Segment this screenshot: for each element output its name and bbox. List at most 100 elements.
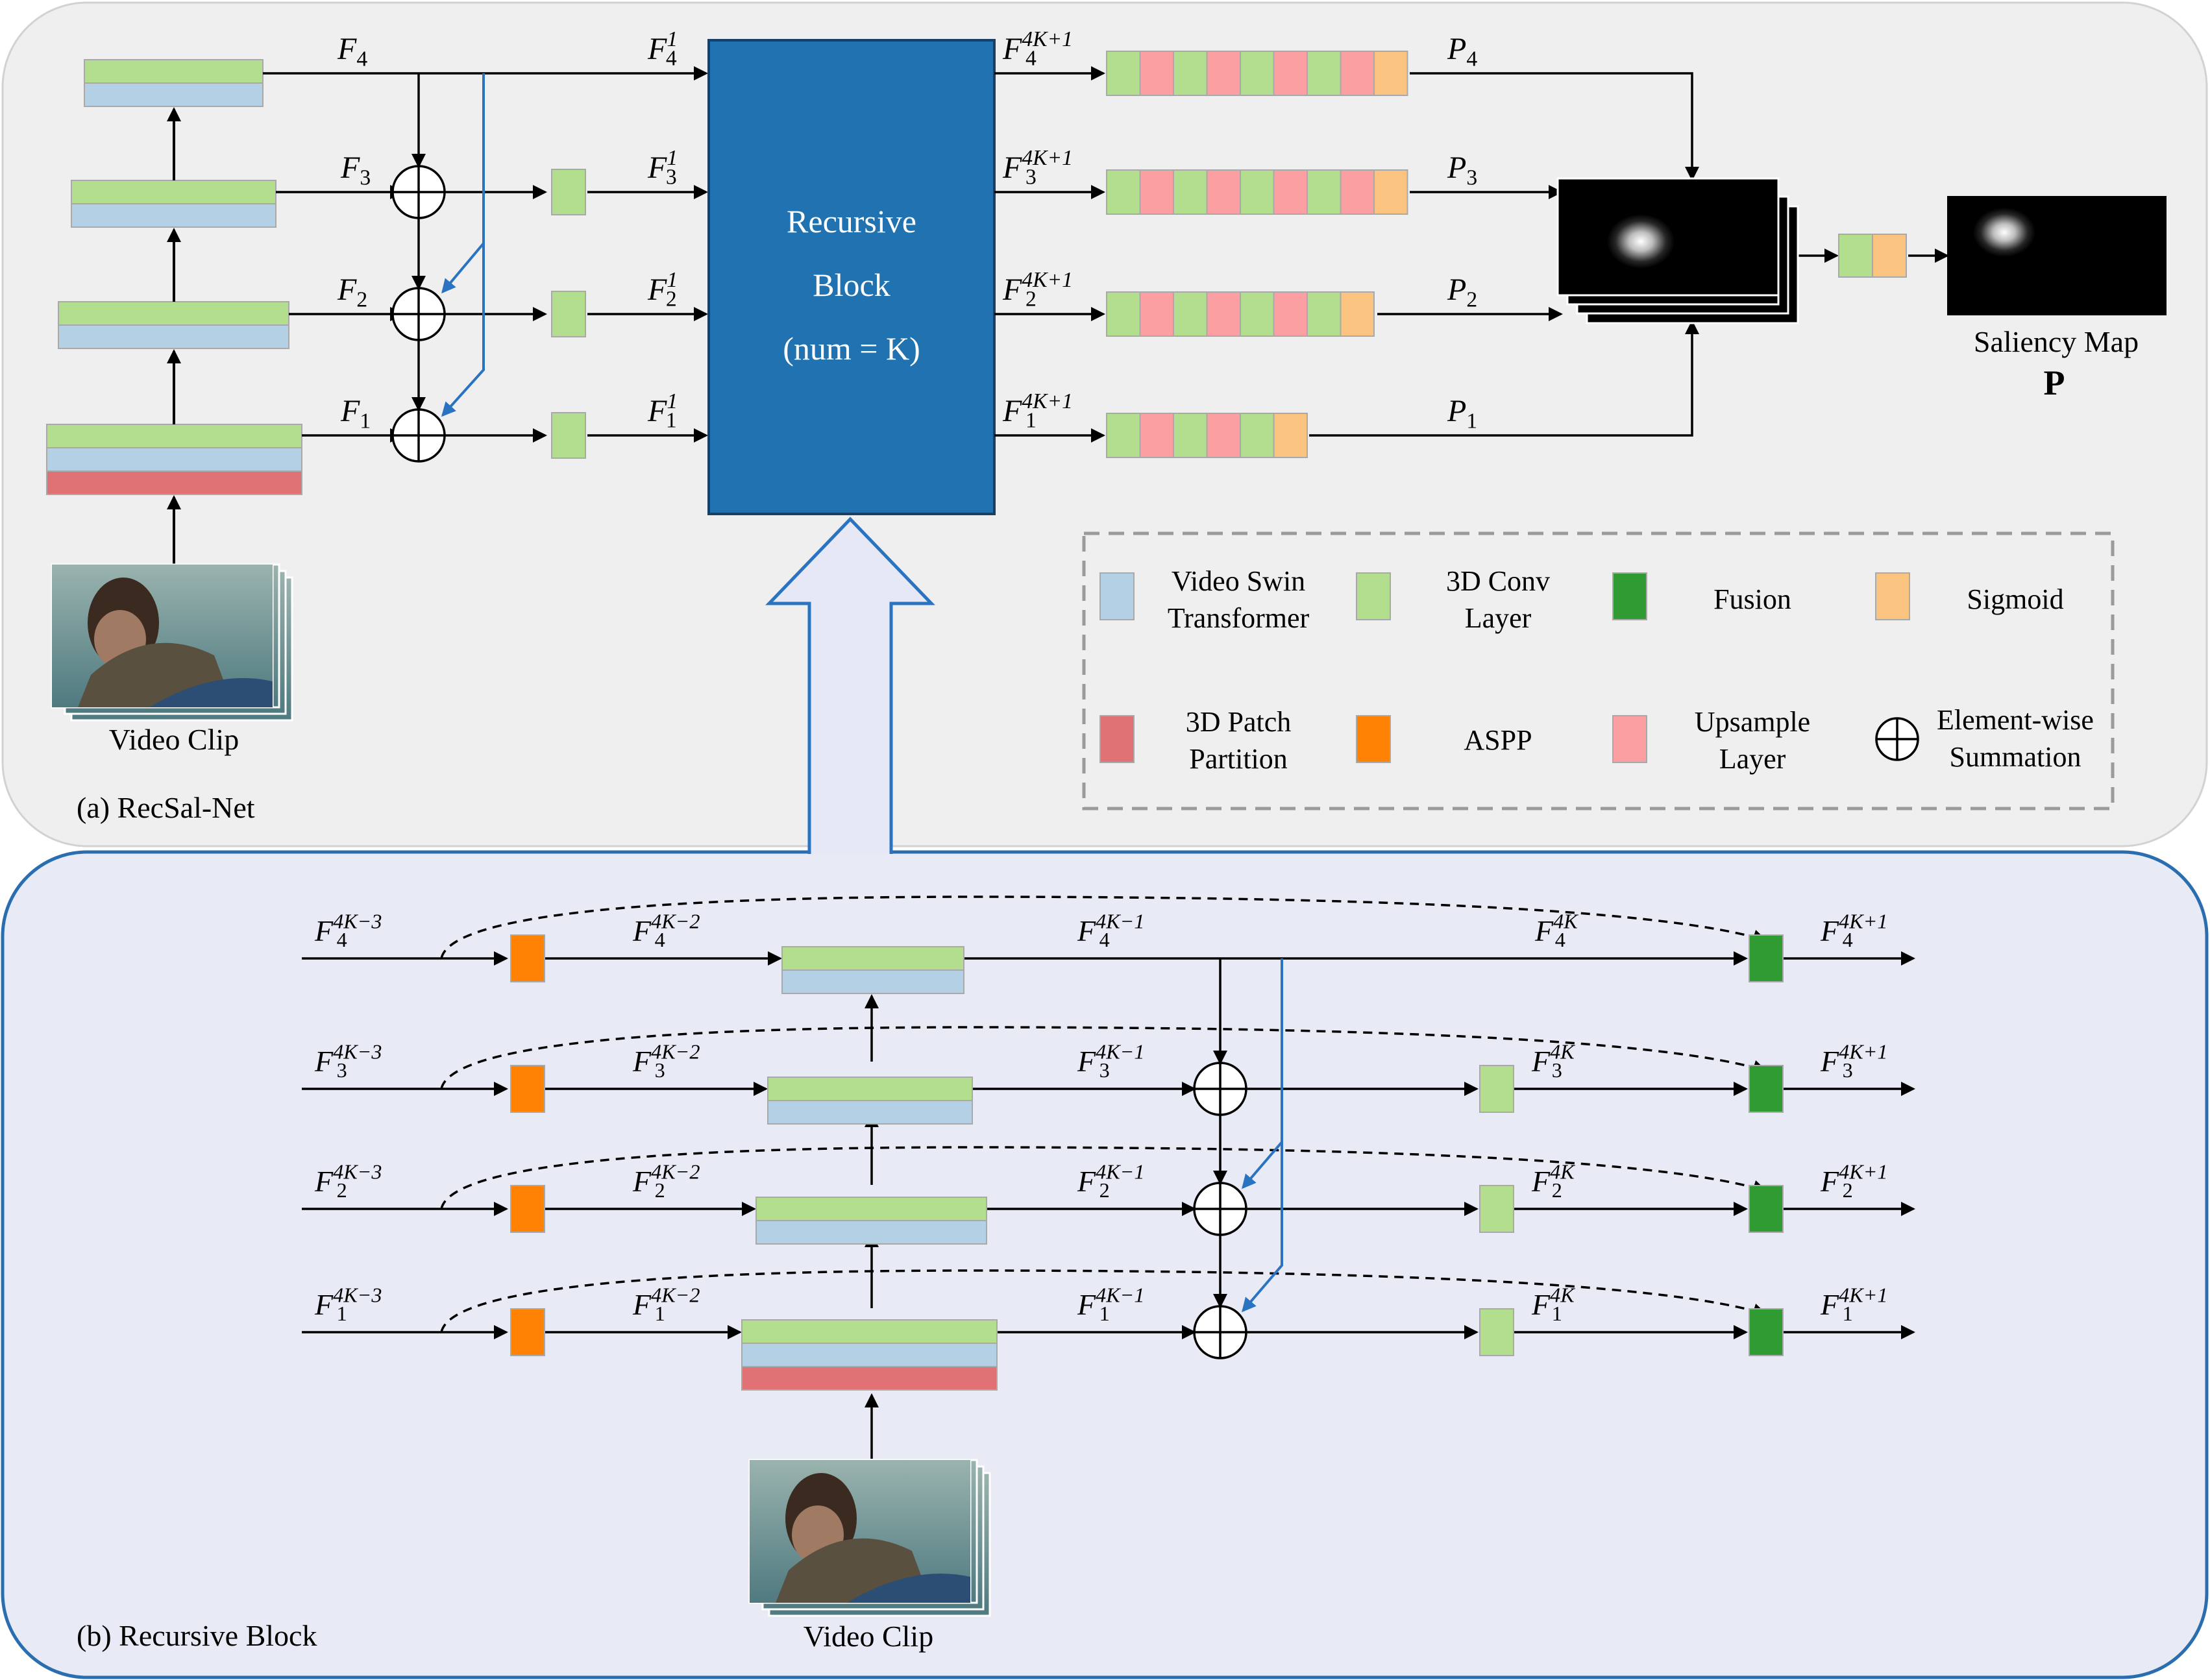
aspp-block: [510, 1065, 545, 1113]
recursive-block: [707, 39, 996, 515]
legend-swatch-summation-icon: [1875, 717, 1919, 761]
prediction-label: P2: [1447, 273, 1477, 312]
panel-b-background: [1, 850, 2209, 1679]
legend-label: 3D Conv: [1446, 565, 1550, 597]
legend-label: Layer: [1465, 602, 1532, 634]
legend-swatch: [1099, 715, 1135, 763]
legend-label: Transformer: [1168, 602, 1310, 634]
legend-label: Sigmoid: [1967, 583, 2063, 615]
panel-a-summation-symbols: [391, 165, 446, 463]
legend-label: 3D Patch: [1186, 706, 1292, 738]
feature-label: F3: [340, 151, 371, 190]
conv-layer-block: [1106, 413, 1141, 458]
panel-a-skip-arrows: [441, 73, 485, 417]
legend-label: Summation: [1950, 741, 2081, 773]
conv-layer-block: [1106, 51, 1141, 96]
panel-a-decoder-strips: [1106, 51, 1408, 458]
summation-symbol-b: [1193, 1182, 1247, 1236]
summation-symbol-b: [1193, 1062, 1247, 1116]
upsample-layer-block: [1340, 169, 1375, 215]
legend-label: Layer: [1719, 743, 1786, 775]
video-swin-stage-b: [781, 946, 964, 994]
upsample-layer-block: [1206, 291, 1241, 337]
panel-a-conv-layers: [551, 169, 586, 459]
video-clip-thumbnail-a: [51, 563, 293, 722]
aspp-block: [510, 934, 545, 982]
upsample-layer-block: [1139, 169, 1174, 215]
prediction-label: P4: [1447, 32, 1477, 71]
legend-label: Video Swin: [1172, 565, 1305, 597]
legend-label: ASPP: [1464, 724, 1532, 756]
video-swin-stage-b: [755, 1197, 987, 1245]
upsample-layer-block: [1273, 51, 1308, 96]
saliency-map-symbol: P: [2044, 363, 2065, 402]
upsample-layer-block: [1139, 51, 1174, 96]
panel-a-caption: (a) RecSal-Net: [77, 791, 255, 824]
video-clip-thumbnail-b: [748, 1459, 991, 1617]
legend-swatch: [1875, 572, 1910, 620]
conv-layer-block: [1240, 291, 1275, 337]
video-swin-stage-1: [46, 424, 302, 495]
fusion-block: [1749, 1308, 1784, 1356]
legend-label: Upsample: [1695, 706, 1810, 738]
aspp-block: [510, 1185, 545, 1233]
panel-b-skip-arrows: [1242, 958, 1283, 1313]
feature-label: F2: [337, 273, 367, 312]
legend-label: Partition: [1189, 743, 1288, 775]
video-clip-label-b: Video Clip: [804, 1620, 933, 1653]
conv-layer-block: [1240, 169, 1275, 215]
legend-swatch: [1356, 572, 1391, 620]
panel-b-arrows: [302, 895, 1915, 1459]
video-clip-label-a: Video Clip: [109, 723, 239, 756]
fusion-block: [1749, 1185, 1784, 1233]
conv-layer-block: [1307, 291, 1342, 337]
upsample-layer-block: [1139, 291, 1174, 337]
upsample-layer-block: [1273, 169, 1308, 215]
summation-symbol-b: [1193, 1305, 1247, 1359]
prediction-label: P1: [1447, 394, 1477, 433]
panel-b-caption: (b) Recursive Block: [77, 1619, 317, 1652]
conv-layer-block: [1106, 169, 1141, 215]
conv-layer-block: [1106, 291, 1141, 337]
conv-block-b: [1479, 1065, 1514, 1113]
panel-a-output-arrows: [994, 66, 1949, 443]
legend-label: Element-wise: [1937, 704, 2094, 736]
saliency-map-output: [1947, 196, 2167, 315]
upsample-layer-block: [1206, 51, 1241, 96]
prediction-label: P3: [1447, 151, 1477, 190]
upsample-layer-block: [1139, 413, 1174, 458]
conv-block-b: [1479, 1308, 1514, 1356]
video-swin-stage-b: [767, 1077, 973, 1125]
saliency-map-label: Saliency Map: [1974, 325, 2139, 358]
legend-swatch: [1612, 715, 1647, 763]
video-swin-stage-4: [84, 59, 264, 107]
sigmoid-block: [1373, 169, 1408, 215]
recursive-block-title-line1: Recursive: [787, 203, 916, 239]
video-swin-stage-2: [58, 301, 289, 349]
legend-swatch: [1612, 572, 1647, 620]
upsample-layer-block: [1340, 51, 1375, 96]
